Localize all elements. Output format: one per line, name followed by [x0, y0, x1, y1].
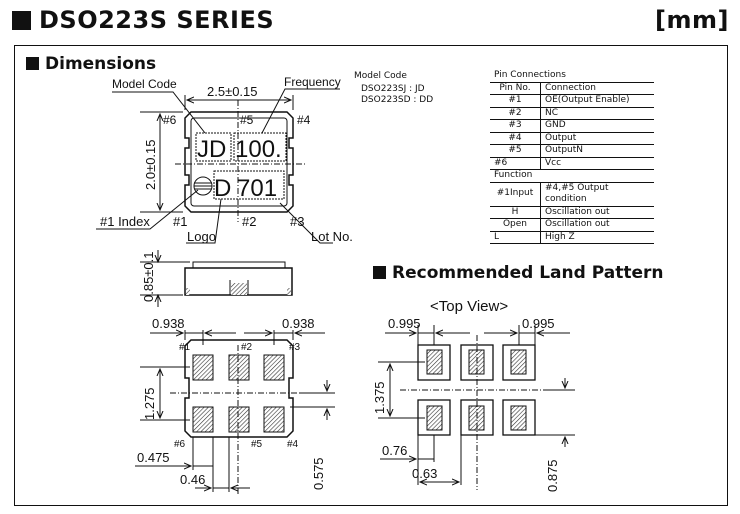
connection-cell: NC — [540, 107, 654, 120]
marking-lot: 701 — [237, 175, 277, 202]
header-pin: Pin No. — [490, 82, 541, 95]
unit-label: [mm] — [655, 6, 729, 34]
land-dim-2: 0.995 — [522, 316, 555, 331]
header-connection: Connection — [540, 82, 654, 95]
input-cell: L — [490, 231, 541, 244]
top-view-package — [96, 88, 340, 244]
label-pin4: #4 — [297, 113, 311, 127]
label-pin5: #5 — [240, 113, 254, 127]
land-dim-1: 0.995 — [388, 316, 421, 331]
land-title: Recommended Land Pattern — [392, 263, 664, 283]
output-cell: High Z — [540, 231, 654, 244]
pin-cell: #2 — [490, 107, 541, 120]
model-code-item: DSO223SD : DD — [361, 95, 434, 105]
model-code-list: DSO223SJ : JD DSO223SD : DD — [361, 84, 433, 106]
connection-cell: OE(Output Enable) — [540, 94, 654, 108]
bottom-pin3: #3 — [289, 342, 301, 353]
function-header: #1Input — [490, 182, 541, 207]
dim-bottom-4: 0.475 — [137, 450, 170, 465]
bottom-pin6: #6 — [174, 439, 186, 450]
function-header: #4,#5 Output condition — [540, 182, 654, 207]
pin-cell: #3 — [490, 119, 541, 133]
connection-cell: Vcc — [540, 157, 654, 170]
content-frame — [14, 45, 728, 506]
side-view-package — [140, 250, 293, 307]
connection-cell: Output — [540, 132, 654, 145]
marking-model-code: JD — [197, 136, 226, 163]
input-cell: Open — [490, 218, 541, 232]
marking-frequency: 100. — [235, 136, 282, 163]
pin-cell: #5 — [490, 144, 541, 158]
dimensions-heading: Dimensions — [26, 54, 156, 74]
label-pin2: #2 — [242, 214, 256, 229]
dim-bottom-5: 0.46 — [180, 472, 205, 487]
connection-cell: GND — [540, 119, 654, 133]
dim-width: 2.5±0.15 — [207, 84, 258, 99]
input-cell: H — [490, 206, 541, 219]
dim-height: 2.0±0.15 — [143, 139, 158, 190]
output-cell: Oscillation out — [540, 218, 654, 232]
label-model-code: Model Code — [112, 77, 177, 91]
dim-bottom-2: 0.938 — [282, 316, 315, 331]
label-logo: Logo — [187, 229, 216, 244]
pin-cell: #6 — [490, 157, 541, 170]
land-dim-5: 0.63 — [412, 466, 437, 481]
bottom-pin5: #5 — [251, 439, 263, 450]
bottom-view-package — [135, 330, 335, 495]
function-title: Function — [490, 169, 654, 183]
label-pin3: #3 — [290, 214, 304, 229]
title-text: DSO223S SERIES — [39, 6, 275, 34]
bottom-pin2: #2 — [241, 342, 253, 353]
dim-bottom-6: 0.575 — [311, 457, 326, 490]
label-index: #1 Index — [100, 214, 150, 229]
bottom-pin4: #4 — [287, 439, 299, 450]
pin-cell: #1 — [490, 94, 541, 108]
pin-table-title: Pin Connections — [490, 70, 654, 83]
marking-logo: D — [214, 175, 231, 202]
model-code-title: Model Code — [354, 71, 407, 81]
model-code-item: DSO223SJ : JD — [361, 84, 425, 94]
dim-thickness: 0.85±0.1 — [141, 251, 156, 302]
label-lot-no: Lot No. — [311, 229, 353, 244]
label-pin1: #1 — [173, 214, 187, 229]
land-dim-3: 1.375 — [372, 381, 387, 414]
dim-bottom-1: 0.938 — [152, 316, 185, 331]
land-dim-6: 0.875 — [545, 459, 560, 492]
connection-cell: OutputN — [540, 144, 654, 158]
label-pin6: #6 — [163, 113, 177, 127]
top-view-label: <Top View> — [430, 298, 508, 315]
label-frequency: Frequency — [284, 75, 341, 89]
pin-cell: #4 — [490, 132, 541, 145]
bottom-pin1: #1 — [179, 342, 191, 353]
dim-bottom-3: 1.275 — [142, 387, 157, 420]
land-heading: Recommended Land Pattern — [373, 263, 663, 283]
output-cell: Oscillation out — [540, 206, 654, 219]
dimensions-title: Dimensions — [45, 54, 157, 74]
page-title: DSO223S SERIES — [12, 6, 274, 34]
land-pattern — [378, 325, 575, 490]
land-dim-4: 0.76 — [382, 443, 407, 458]
